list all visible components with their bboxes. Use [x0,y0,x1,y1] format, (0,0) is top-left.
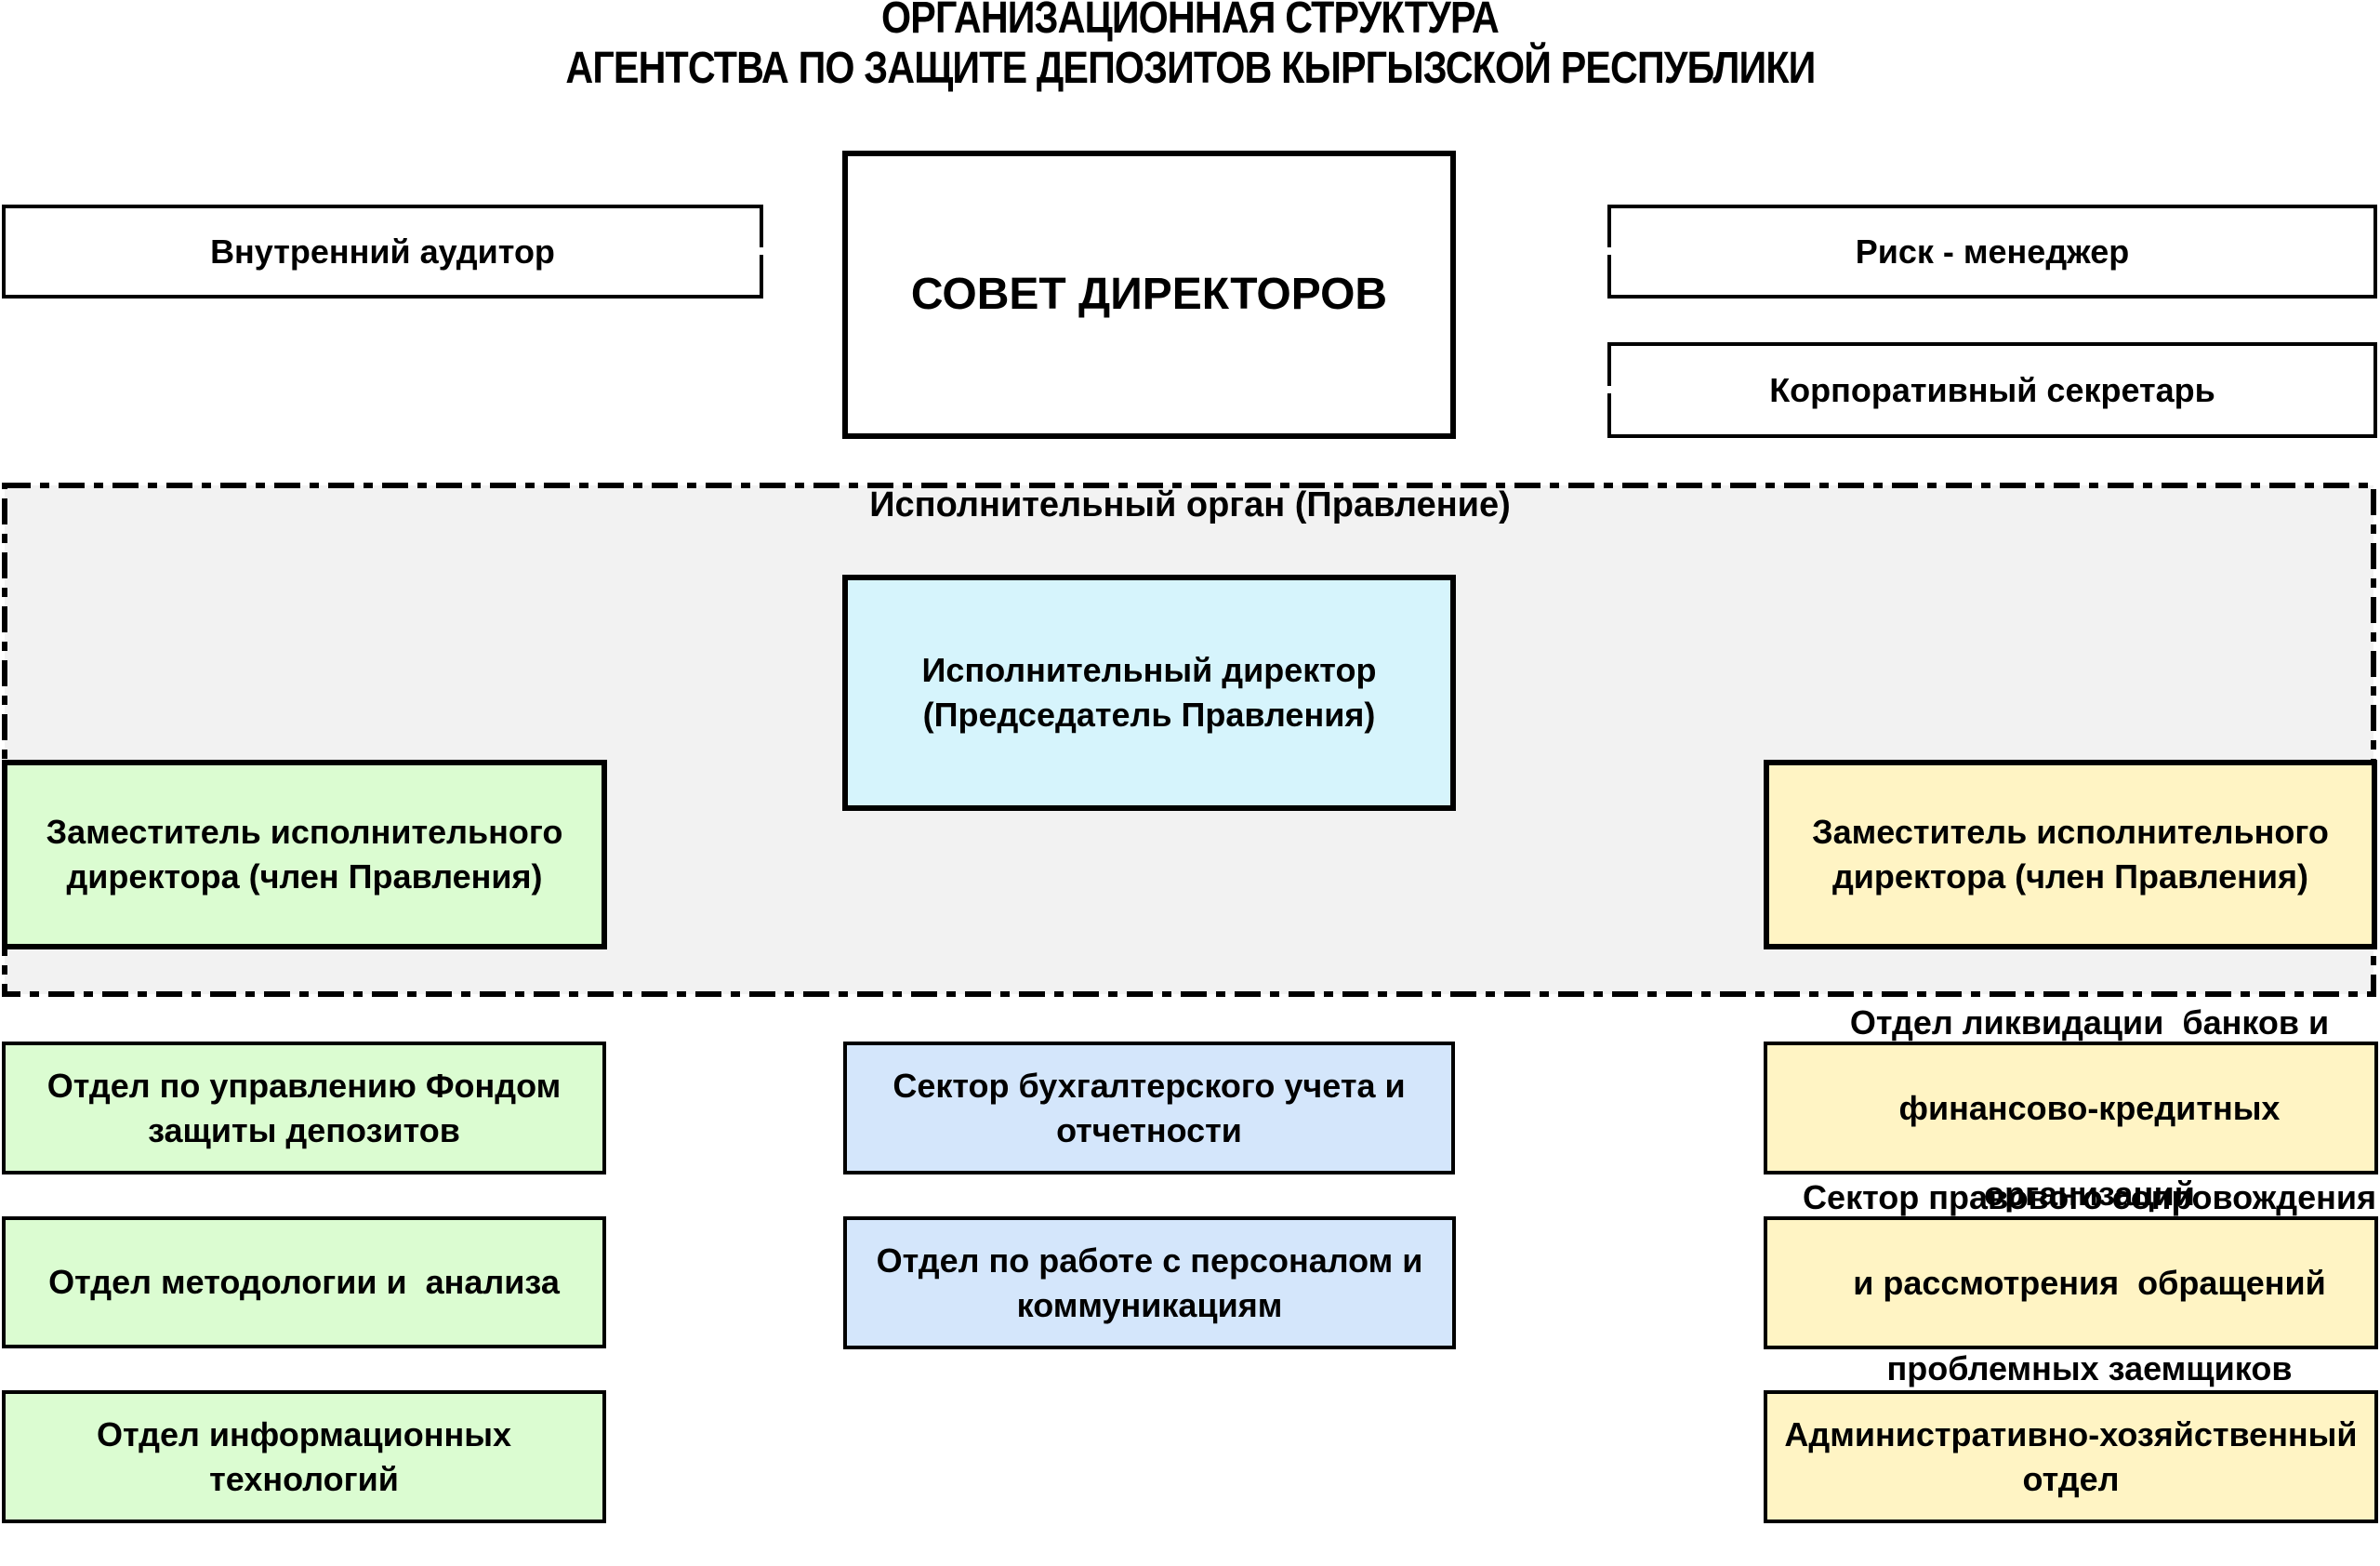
dept-line: технологий [209,1459,399,1498]
dept-label: Отдел информационных технологий [97,1413,511,1502]
dept-information-technology[interactable]: Отдел информационных технологий [2,1390,606,1523]
board-of-directors-box[interactable]: СОВЕТ ДИРЕКТОРОВ [842,151,1456,439]
corporate-secretary-box[interactable]: Корпоративный секретарь [1607,342,2377,438]
dept-administrative-economic[interactable]: Административно-хозяйственный отдел [1764,1390,2378,1523]
deputy-director-right-label: Заместитель исполнительного директора (ч… [1812,810,2329,899]
executive-director-line-1: Исполнительный директор [921,651,1377,689]
corporate-secretary-label: Корпоративный секретарь [1769,370,2215,409]
executive-director-label: Исполнительный директор (Председатель Пр… [922,648,1377,737]
dept-line: Отдел информационных [97,1414,511,1453]
deputy-director-right-box[interactable]: Заместитель исполнительного директора (ч… [1764,760,2377,949]
internal-auditor-label: Внутренний аудитор [210,232,555,271]
title-text-2: АГЕНТСТВА ПО ЗАЩИТЕ ДЕПОЗИТОВ КЫРГЫЗСКОЙ… [564,44,1816,93]
dept-line: отчетности [1056,1110,1242,1149]
dept-line: организаций [1984,1174,2195,1213]
dept-label: Отдел ликвидации банков и финансово-кред… [1813,959,2329,1258]
dept-bank-liquidation[interactable]: Отдел ликвидации банков и финансово-кред… [1764,1003,2378,1213]
dept-line: финансово-кредитных [1898,1088,2281,1127]
deputy-left-line-2: директора (член Правления) [66,857,543,896]
dept-line: защиты депозитов [148,1110,460,1149]
risk-manager-box[interactable]: Риск - менеджер [1607,205,2377,299]
executive-director-box[interactable]: Исполнительный директор (Председатель Пр… [842,575,1456,811]
sector-accounting-reporting[interactable]: Сектор бухгалтерского учета и отчетности [843,1042,1455,1174]
dept-label: Сектор бухгалтерского учета и отчетности [892,1064,1405,1153]
dept-line: Административно-хозяйственный [1784,1414,2358,1453]
dept-line: Отдел по управлению Фондом [46,1066,562,1105]
dept-line: Сектор правового сопровождения [1803,1177,2376,1216]
dept-label: Административно-хозяйственный отдел [1784,1413,2357,1502]
dept-label: Отдел по работе с персоналом и коммуника… [877,1239,1423,1328]
dept-deposit-fund-management[interactable]: Отдел по управлению Фондом защиты депози… [2,1042,606,1174]
dept-line: Сектор бухгалтерского учета и [892,1066,1406,1105]
connector-gap-auditor [758,247,765,255]
dept-line: проблемных заемщиков [1886,1348,2293,1387]
dept-line: коммуникациям [1016,1285,1283,1324]
board-of-directors-label: СОВЕТ ДИРЕКТОРОВ [910,270,1388,319]
chart-title-line-1: ОРГАНИЗАЦИОННАЯ СТРУКТУРА [0,0,2380,41]
internal-auditor-box[interactable]: Внутренний аудитор [2,205,763,299]
dept-label: Отдел по управлению Фондом защиты депози… [47,1064,562,1153]
deputy-director-left-box[interactable]: Заместитель исполнительного директора (ч… [2,760,607,949]
dept-label: Сектор правового сопровождения и рассмот… [1765,1134,2376,1433]
dept-methodology-analysis[interactable]: Отдел методологии и анализа [2,1216,606,1348]
dept-label: Отдел методологии и анализа [48,1263,560,1301]
dept-line: и рассмотрения обращений [1853,1263,2326,1302]
executive-director-line-2: (Председатель Правления) [922,696,1376,734]
chart-title-line-2: АГЕНТСТВА ПО ЗАЩИТЕ ДЕПОЗИТОВ КЫРГЫЗСКОЙ… [0,46,2380,91]
risk-manager-label: Риск - менеджер [1855,232,2130,271]
title-text-1: ОРГАНИЗАЦИОННАЯ СТРУКТУРА [881,0,1500,43]
deputy-director-left-label: Заместитель исполнительного директора (ч… [46,810,563,899]
deputy-right-line-2: директора (член Правления) [1831,857,2309,896]
dept-line: Отдел ликвидации банков и [1849,1002,2330,1042]
connector-gap-secretary [1606,386,1613,393]
executive-body-label: Исполнительный орган (Правление) [869,485,1511,524]
dept-hr-communications[interactable]: Отдел по работе с персоналом и коммуника… [843,1216,1456,1349]
sector-legal-support[interactable]: Сектор правового сопровождения и рассмот… [1764,1178,2378,1387]
deputy-right-line-1: Заместитель исполнительного [1812,813,2329,851]
dept-line: отдел [2022,1459,2120,1498]
deputy-left-line-1: Заместитель исполнительного [46,813,563,851]
dept-line: Отдел по работе с персоналом и [876,1241,1423,1280]
connector-gap-risk [1606,247,1613,255]
